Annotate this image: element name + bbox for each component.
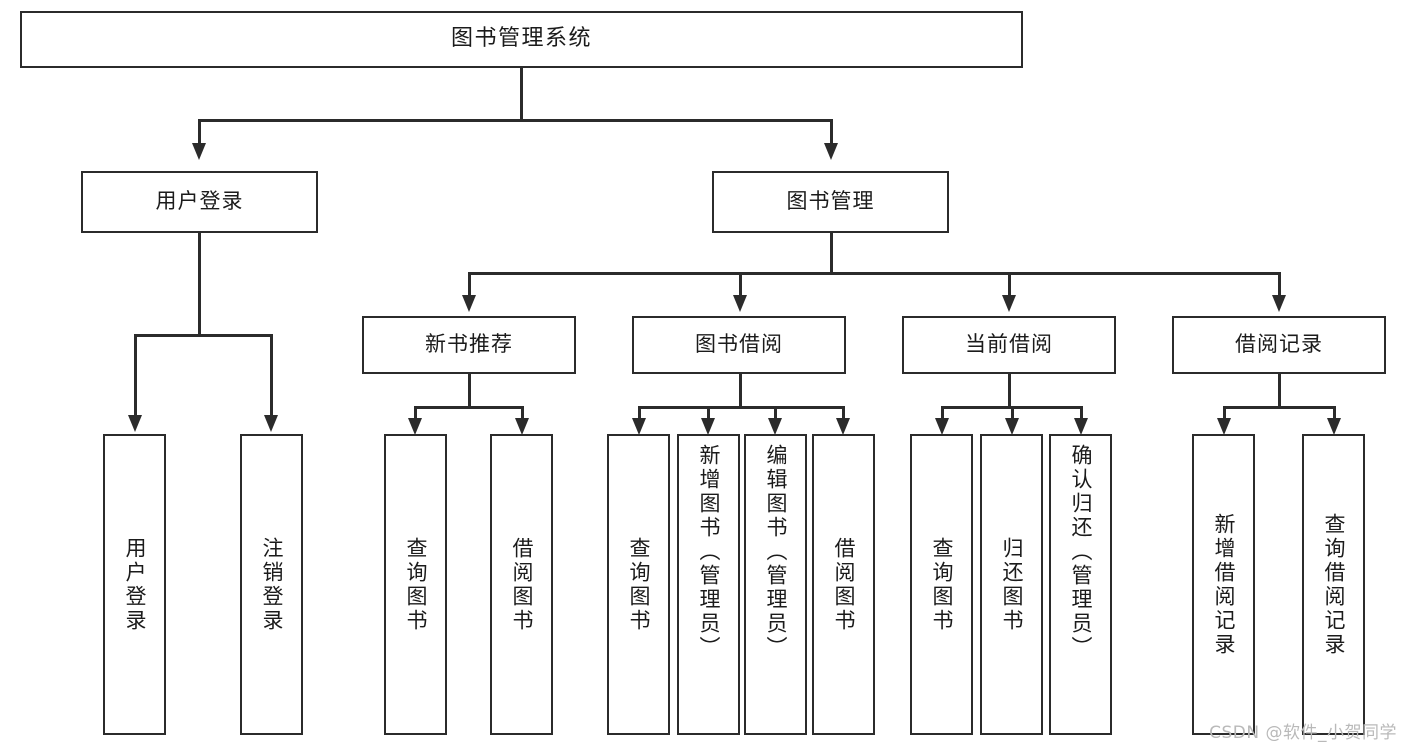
- node-label: 查询图书: [627, 536, 651, 633]
- arrowhead-br-child-1: [1217, 418, 1231, 435]
- connector-cb-child-1: [941, 406, 944, 423]
- arrowhead-nbr-child-1: [408, 418, 422, 435]
- arrowhead-cb-child-1: [935, 418, 949, 435]
- connector-nbr-child-1: [414, 406, 417, 423]
- leaf-add-book-admin[interactable]: 新增图书（管理员）: [677, 434, 740, 735]
- arrowhead-bm-child-1: [462, 295, 476, 312]
- node-new-book-recommend[interactable]: 新书推荐: [362, 316, 576, 374]
- watermark-text: CSDN @软件_小贺同学: [1209, 723, 1397, 743]
- node-label: 借阅图书: [510, 536, 534, 633]
- connector-bb-child-4: [842, 406, 845, 423]
- connector-nbr-bar: [414, 406, 522, 409]
- arrowhead-user-login-child-1: [128, 415, 142, 432]
- node-label: 确认归还（管理员）: [1069, 444, 1093, 660]
- connector-bb-stem: [739, 374, 742, 408]
- connector-bb-bar: [638, 406, 843, 409]
- connector-root-to-user-login: [198, 119, 201, 145]
- leaf-edit-book-admin[interactable]: 编辑图书（管理员）: [744, 434, 807, 735]
- arrowhead-bb-child-3: [768, 418, 782, 435]
- node-label: 新书推荐: [425, 332, 513, 357]
- arrowhead-bb-child-2: [701, 418, 715, 435]
- leaf-return-books[interactable]: 归还图书: [980, 434, 1043, 735]
- arrowhead-root-to-user-login: [192, 143, 206, 160]
- connector-br-child-2: [1333, 406, 1336, 423]
- arrowhead-bb-child-1: [632, 418, 646, 435]
- arrowhead-cb-child-2: [1005, 418, 1019, 435]
- leaf-query-books-current[interactable]: 查询图书: [910, 434, 973, 735]
- node-label: 借阅记录: [1235, 332, 1323, 357]
- connector-bb-child-1: [638, 406, 641, 423]
- connector-bm-child-3: [1008, 272, 1011, 297]
- node-label: 归还图书: [1000, 536, 1024, 633]
- arrowhead-user-login-child-2: [264, 415, 278, 432]
- leaf-query-books-borrow[interactable]: 查询图书: [607, 434, 670, 735]
- node-label: 图书借阅: [695, 332, 783, 357]
- leaf-logout[interactable]: 注销登录: [240, 434, 303, 735]
- node-label: 查询借阅记录: [1322, 512, 1346, 657]
- connector-user-login-bar: [134, 334, 272, 337]
- arrowhead-br-child-2: [1327, 418, 1341, 435]
- connector-br-bar: [1223, 406, 1334, 409]
- leaf-query-books-recommend[interactable]: 查询图书: [384, 434, 447, 735]
- leaf-confirm-return-admin[interactable]: 确认归还（管理员）: [1049, 434, 1112, 735]
- connector-book-management-stem: [830, 233, 833, 274]
- node-label: 用户登录: [123, 536, 147, 633]
- connector-cb-stem: [1008, 374, 1011, 408]
- connector-root-bar: [198, 119, 832, 122]
- arrowhead-cb-child-3: [1074, 418, 1088, 435]
- node-label: 图书管理: [786, 189, 875, 214]
- arrowhead-bm-child-4: [1272, 295, 1286, 312]
- node-user-login[interactable]: 用户登录: [81, 171, 318, 233]
- connector-bm-child-2: [739, 272, 742, 297]
- connector-br-stem: [1278, 374, 1281, 408]
- leaf-user-login[interactable]: 用户登录: [103, 434, 166, 735]
- node-label: 用户登录: [155, 189, 244, 214]
- node-book-borrow[interactable]: 图书借阅: [632, 316, 846, 374]
- node-borrow-record[interactable]: 借阅记录: [1172, 316, 1386, 374]
- node-label: 图书管理系统: [450, 26, 592, 52]
- connector-user-login-stem: [198, 233, 201, 336]
- node-label: 注销登录: [260, 536, 284, 633]
- connector-nbr-stem: [468, 374, 471, 408]
- connector-user-login-child-2: [270, 334, 273, 417]
- connector-cb-child-2: [1011, 406, 1014, 423]
- leaf-add-borrow-record[interactable]: 新增借阅记录: [1192, 434, 1255, 735]
- arrowhead-bm-child-3: [1002, 295, 1016, 312]
- connector-br-child-1: [1223, 406, 1226, 423]
- connector-nbr-child-2: [521, 406, 524, 423]
- arrowhead-bb-child-4: [836, 418, 850, 435]
- leaf-borrow-books[interactable]: 借阅图书: [812, 434, 875, 735]
- node-root-book-management-system[interactable]: 图书管理系统: [20, 11, 1023, 68]
- connector-root-to-book-management: [830, 119, 833, 145]
- connector-root-stem: [520, 68, 523, 121]
- connector-cb-child-3: [1080, 406, 1083, 423]
- node-label: 编辑图书（管理员）: [764, 444, 788, 660]
- node-label: 查询图书: [930, 536, 954, 633]
- connector-bm-child-1: [468, 272, 471, 297]
- node-label: 查询图书: [404, 536, 428, 633]
- connector-bb-child-2: [707, 406, 710, 423]
- connector-bb-child-3: [774, 406, 777, 423]
- node-current-borrow[interactable]: 当前借阅: [902, 316, 1116, 374]
- node-label: 新增图书（管理员）: [697, 444, 721, 660]
- node-book-management[interactable]: 图书管理: [712, 171, 949, 233]
- connector-bm-child-4: [1278, 272, 1281, 297]
- connector-user-login-child-1: [134, 334, 137, 417]
- arrowhead-bm-child-2: [733, 295, 747, 312]
- connector-book-management-bar: [468, 272, 1278, 275]
- leaf-borrow-books-recommend[interactable]: 借阅图书: [490, 434, 553, 735]
- node-label: 借阅图书: [832, 536, 856, 633]
- leaf-query-borrow-record[interactable]: 查询借阅记录: [1302, 434, 1365, 735]
- node-label: 当前借阅: [965, 332, 1053, 357]
- arrowhead-nbr-child-2: [515, 418, 529, 435]
- arrowhead-root-to-book-management: [824, 143, 838, 160]
- node-label: 新增借阅记录: [1212, 512, 1236, 657]
